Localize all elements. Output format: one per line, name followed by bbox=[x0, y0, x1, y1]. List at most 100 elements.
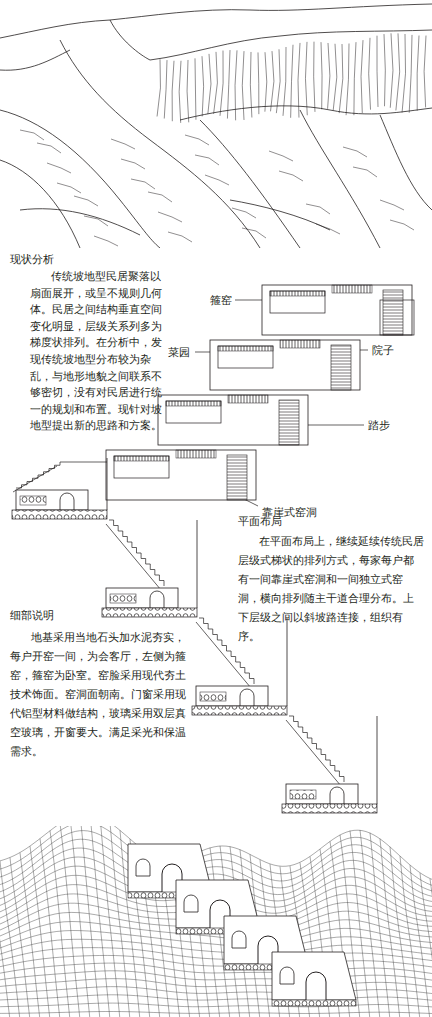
cliff-sketch bbox=[0, 50, 70, 70]
mesh-line bbox=[370, 833, 390, 1017]
mesh-line bbox=[400, 856, 420, 1017]
retaining-wall bbox=[287, 618, 288, 706]
section-heading: 平面布局 bbox=[238, 514, 318, 528]
vault-room bbox=[270, 291, 325, 313]
stair-stringer bbox=[106, 524, 161, 590]
mesh-line bbox=[410, 865, 430, 1017]
cliff-stroke bbox=[333, 44, 337, 111]
cliff-stroke bbox=[242, 51, 244, 120]
stone-foundation bbox=[282, 804, 377, 813]
slope-stroke bbox=[131, 179, 155, 189]
cave-building bbox=[286, 784, 358, 804]
vault-band bbox=[20, 496, 46, 505]
cliff-stroke bbox=[305, 42, 307, 115]
cave-building bbox=[106, 588, 178, 608]
part-label: 菜园 bbox=[168, 345, 198, 359]
slope-stroke bbox=[121, 159, 145, 169]
cliff-stroke bbox=[187, 60, 189, 122]
mesh-line bbox=[110, 826, 130, 1017]
arch-door bbox=[150, 591, 164, 608]
layout-text: 在平面布局上，继续延续传统民居层级式梯状的排列方式，每家每户都有一间靠崖式窑洞和… bbox=[238, 532, 424, 646]
stair-steps bbox=[109, 520, 164, 586]
stone-foundation bbox=[12, 510, 107, 519]
slope-stroke bbox=[84, 216, 108, 226]
vault-hatch bbox=[114, 456, 169, 461]
arch-window bbox=[280, 967, 294, 984]
cliff-sketch bbox=[230, 200, 330, 230]
cliff-stroke bbox=[195, 58, 197, 119]
arch-door bbox=[330, 787, 344, 804]
slope-stroke bbox=[306, 204, 330, 214]
mesh-line bbox=[380, 839, 400, 1017]
vault-hatch bbox=[166, 401, 221, 406]
arch-window bbox=[184, 895, 198, 912]
cliff-stroke bbox=[235, 50, 237, 120]
cliff-sketch bbox=[300, 110, 380, 248]
slope-stroke bbox=[353, 167, 377, 177]
mesh-line bbox=[360, 830, 380, 1017]
analysis-text: 传统坡地型民居聚落以扇面展开，或呈不规则几何体。民居之间结构垂直空间变化明显，层… bbox=[30, 268, 162, 434]
cliff-stroke bbox=[409, 35, 412, 113]
cliff-sketch bbox=[200, 120, 300, 248]
cliff-stroke bbox=[346, 44, 349, 116]
stair-stringer bbox=[286, 720, 341, 786]
mesh-line bbox=[0, 931, 432, 958]
cliff-stroke bbox=[321, 42, 322, 109]
courtyard-outline bbox=[158, 395, 308, 445]
stone-foundation bbox=[192, 706, 287, 715]
slope-stroke bbox=[205, 175, 229, 185]
stair-steps bbox=[289, 716, 344, 782]
cliff-stroke bbox=[390, 33, 393, 107]
vault-room bbox=[166, 401, 221, 423]
cliff-stroke bbox=[214, 52, 218, 114]
part-label: 踏步 bbox=[368, 418, 398, 432]
mesh-line bbox=[0, 1011, 432, 1014]
cliff-sketch bbox=[20, 33, 426, 246]
slope-stroke bbox=[195, 155, 219, 165]
cliff-stroke bbox=[283, 47, 286, 116]
vault-band bbox=[110, 594, 136, 603]
mesh-line bbox=[0, 939, 432, 963]
retaining-wall bbox=[377, 716, 378, 804]
slope-stroke bbox=[380, 200, 404, 210]
courtyard-outline bbox=[210, 340, 360, 390]
cliff-stroke bbox=[164, 60, 167, 118]
cliff-stroke bbox=[172, 61, 174, 121]
retaining-wall bbox=[197, 520, 198, 608]
cliff-stroke bbox=[258, 52, 260, 114]
slope-stroke bbox=[232, 208, 256, 218]
cliff-sketch bbox=[0, 4, 432, 38]
slope-stroke bbox=[185, 135, 209, 145]
cliff-stroke bbox=[339, 44, 343, 113]
slope-stroke bbox=[94, 236, 118, 246]
mesh-line bbox=[10, 858, 30, 1017]
mesh-line bbox=[390, 847, 410, 1017]
cliff-stroke bbox=[265, 52, 267, 111]
cliff-stroke bbox=[402, 34, 405, 113]
cliff-cave bbox=[332, 285, 372, 293]
vault-room bbox=[114, 456, 169, 478]
mesh-line bbox=[430, 879, 432, 1017]
terrace-cut bbox=[272, 952, 356, 1000]
slope-stroke bbox=[158, 212, 182, 222]
stair-stringer bbox=[13, 466, 57, 492]
mesh-line bbox=[40, 839, 60, 1017]
cliff-stroke bbox=[298, 43, 300, 118]
mesh-line bbox=[90, 826, 110, 1017]
cliff-cave bbox=[176, 450, 216, 458]
cliff-stroke bbox=[328, 43, 330, 109]
mesh-line bbox=[0, 1003, 432, 1009]
cliff-sketch bbox=[150, 30, 432, 60]
slope-stroke bbox=[111, 139, 135, 149]
retaining-wall bbox=[107, 458, 108, 510]
mesh-line bbox=[0, 863, 10, 1017]
stair-strip bbox=[279, 400, 299, 445]
cliff-stroke bbox=[361, 40, 363, 113]
arch-door bbox=[60, 493, 74, 510]
cliff-stroke bbox=[384, 34, 385, 106]
arch-door bbox=[240, 689, 254, 706]
upper-path bbox=[60, 462, 107, 463]
mesh-line bbox=[420, 873, 432, 1017]
cave-building bbox=[196, 686, 268, 706]
